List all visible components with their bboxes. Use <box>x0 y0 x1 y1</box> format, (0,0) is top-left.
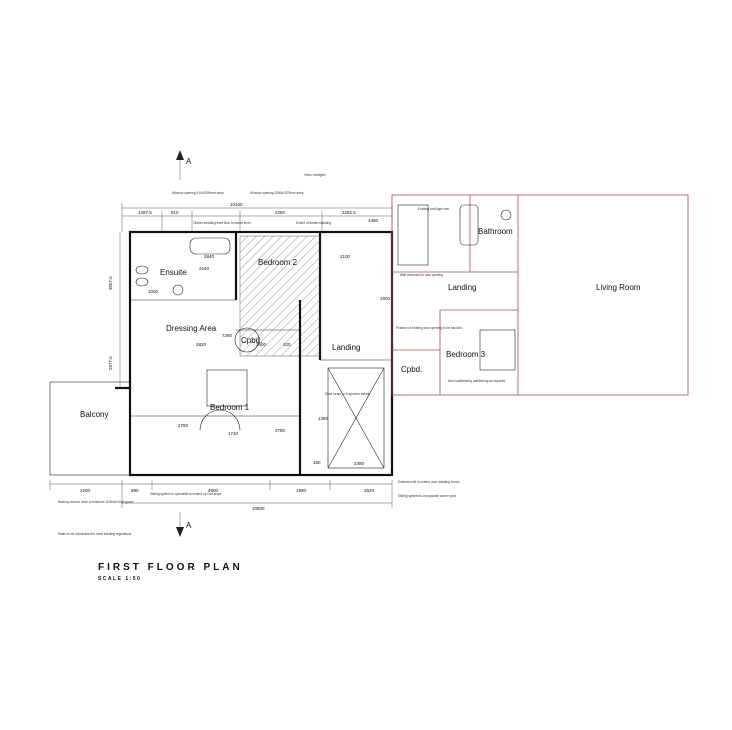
dim-bottom-4900: 4900 <box>208 488 219 493</box>
note-bath: Existing roof light over <box>418 207 450 211</box>
dim-2780b: 2780 <box>275 428 286 433</box>
dim-overall-bottom: 10500 <box>252 506 265 511</box>
section-marker-bottom: A <box>176 512 192 537</box>
door-swing-icon <box>199 409 241 431</box>
section-marker-top: A <box>176 150 192 180</box>
annexe-bath-icon <box>459 204 479 246</box>
room-dressing: Dressing Area <box>166 324 217 333</box>
dim-bottom-2200: 2200 <box>80 488 91 493</box>
cupboard-circle-icon <box>234 327 260 353</box>
plan-scale: SCALE 1:50 <box>98 576 141 582</box>
dim-7260: 7260 <box>222 333 233 338</box>
note-rooflight: Velux rooflights <box>304 173 326 177</box>
toilet-icon <box>172 284 184 296</box>
note-stair: Stairs to be constructed to meet buildin… <box>58 532 132 536</box>
room-landing1: Landing <box>332 343 360 352</box>
dim-2100: 2100 <box>340 254 351 259</box>
dim-1000: 1000 <box>148 289 159 294</box>
dim-1800: 1800 <box>380 296 391 301</box>
dim-1350: 1350 <box>318 416 329 421</box>
interior-dimensions: 2840 1000 2240 7260 2820 1500 100 2780 2… <box>148 254 391 466</box>
bottom-dimensions: 2200 890 4900 1990 2520 10500 <box>49 480 393 511</box>
room-labels: Ensuite Bedroom 2 Dressing Area Cpbd. La… <box>80 227 641 419</box>
basin-icon-2 <box>135 277 149 287</box>
dim-left-2977: 2977.5 <box>108 356 113 370</box>
note-timber-stud: Timber studding from floor to eaves leve… <box>193 221 251 225</box>
note-sliding: Sliding system to specialist to extend u… <box>150 492 222 496</box>
stairs <box>327 367 385 469</box>
section-label-bottom: A <box>186 521 192 530</box>
plan-title: FIRST FLOOR PLAN <box>98 562 243 573</box>
annexe-toilet-icon <box>500 209 512 221</box>
dim-1740: 1740 <box>228 431 239 436</box>
left-dimensions: 3057.5 2977.5 <box>108 232 121 388</box>
dim-top-3: 2280 <box>275 210 286 215</box>
room-landing2: Landing <box>448 283 476 292</box>
dim-2780a: 2780 <box>178 423 189 428</box>
bed-icon <box>206 369 248 407</box>
dim-top-4: 3282.5 <box>342 210 356 215</box>
note-balcony: Balcony area to have a minimum 1100mm hi… <box>58 500 134 504</box>
room-living: Living Room <box>596 283 641 292</box>
note-extended-sill: Extended sill to extend over cladding bo… <box>398 480 460 484</box>
room-bedroom1: Bedroom 1 <box>210 403 250 412</box>
dim-bottom-890: 890 <box>131 488 139 493</box>
note-steel: Steel beam to Engineers details <box>325 392 370 396</box>
annotation-notes: Window opening 910x2000mm deep Window op… <box>58 173 505 536</box>
dim-overall-top: 10160 <box>230 202 243 207</box>
top-dimensions: 10160 1487.5 910 2280 3282.5 1480 <box>121 202 393 232</box>
room-bedroom2: Bedroom 2 <box>258 258 298 267</box>
dim-1500: 1500 <box>256 342 267 347</box>
dim-ensuite-w: 2840 <box>204 254 215 259</box>
room-ensuite: Ensuite <box>160 268 187 277</box>
room-bathroom: Bathroom <box>478 227 513 236</box>
dim-top-1: 1487.5 <box>138 210 152 215</box>
note-window-mid: Window opening 2280x1375mm deep <box>250 191 304 195</box>
annexe-stair <box>397 204 429 266</box>
dim-2240: 2240 <box>199 266 210 271</box>
annexe-bed-icon <box>479 329 516 371</box>
dim-top-2: 910 <box>171 210 179 215</box>
dim-bottom-2520: 2520 <box>364 488 375 493</box>
note-new-partition: New loadbearing partitioning as required <box>448 379 505 383</box>
dim-2820: 2820 <box>196 342 207 347</box>
section-label-top: A <box>186 157 192 166</box>
room-cpbd2: Cpbd. <box>401 365 422 374</box>
fixtures <box>135 237 260 431</box>
room-cpbd1: Cpbd. <box>241 336 262 345</box>
dim-bottom-1990: 1990 <box>296 488 307 493</box>
main-walls <box>49 230 394 477</box>
basin-icon <box>135 265 149 275</box>
note-wall-removed: Wall removed for new opening <box>400 273 443 277</box>
dim-left-3057: 3057.5 <box>108 276 113 290</box>
dim-180: 180 <box>313 460 321 465</box>
note-window-left: Window opening 910x2000mm deep <box>172 191 224 195</box>
room-bedroom3: Bedroom 3 <box>446 350 486 359</box>
bath-icon <box>189 237 231 255</box>
note-sliding-system: Sliding system to incorporate corner pos… <box>398 494 456 498</box>
dim-100: 100 <box>283 342 291 347</box>
dim-top-5: 1480 <box>368 218 379 223</box>
note-extent-timber: Extent of timber cladding <box>296 221 331 225</box>
hatched-area <box>239 235 321 357</box>
note-partition: Position of existing door opening to be … <box>396 326 462 330</box>
room-balcony: Balcony <box>80 410 108 419</box>
annexe-walls <box>391 194 689 396</box>
dim-2380: 2380 <box>354 461 365 466</box>
